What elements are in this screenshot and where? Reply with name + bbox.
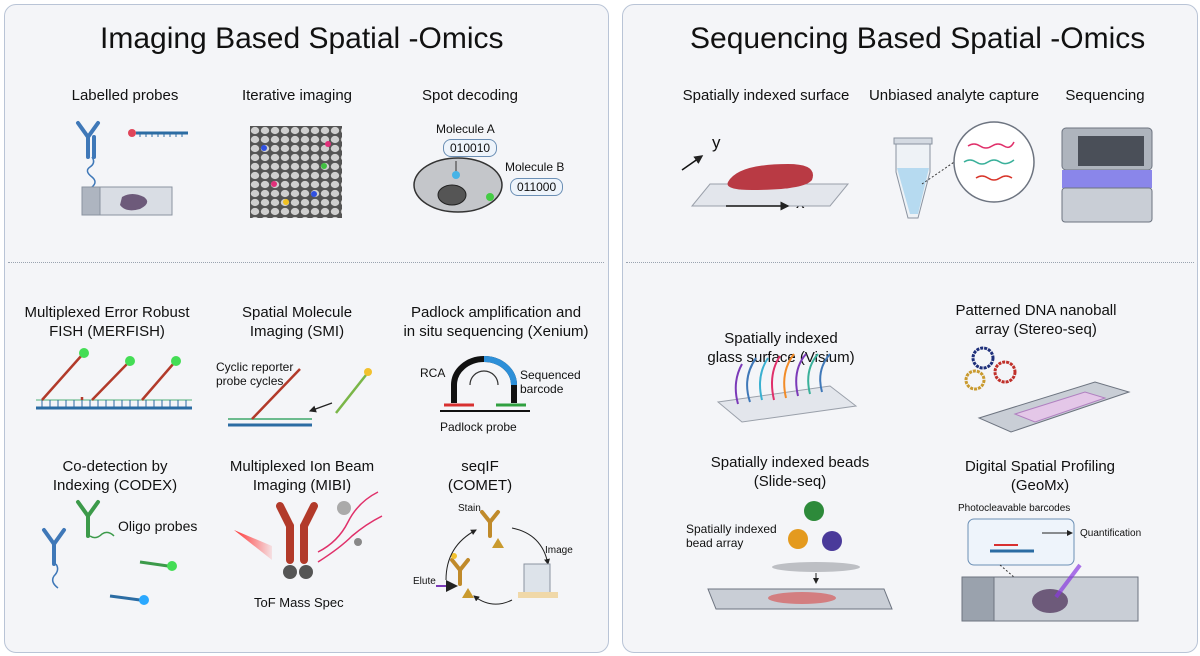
stain-label: Stain bbox=[458, 503, 481, 514]
imaging-divider bbox=[8, 262, 604, 263]
sequencer-illustration bbox=[1061, 127, 1153, 223]
capture-illustration bbox=[893, 121, 1035, 219]
slide-label: Spatially indexed beads (Slide-seq) bbox=[710, 454, 870, 490]
mibi-illustration bbox=[234, 491, 383, 579]
slide-icon bbox=[81, 186, 173, 216]
photocleavable-label: Photocleavable barcodes bbox=[958, 503, 1071, 514]
mibi-label: Multiplexed Ion Beam Imaging (MIBI) bbox=[229, 458, 375, 494]
spot-decoding-label: Spot decoding bbox=[422, 87, 518, 104]
comet-label: seqIF (COMET) bbox=[447, 458, 513, 494]
codex-illustration bbox=[42, 500, 177, 605]
antibody-icon bbox=[76, 121, 100, 159]
stereo-label: Patterned DNA nanoball array (Stereo-seq… bbox=[955, 302, 1117, 338]
iterative-imaging-label: Iterative imaging bbox=[241, 87, 353, 104]
sequencing-panel bbox=[622, 4, 1198, 653]
codex-label: Co-detection by Indexing (CODEX) bbox=[52, 458, 178, 494]
bead-array-label: Spatially indexed bead array bbox=[686, 522, 777, 550]
capture-label: Unbiased analyte capture bbox=[868, 87, 1040, 104]
labelled-probes-label: Labelled probes bbox=[71, 87, 179, 104]
geomx-illustration bbox=[961, 518, 1139, 622]
molecule-a-code: 010010 bbox=[443, 139, 498, 157]
molecule-b-code: 011000 bbox=[510, 178, 564, 196]
merfish-label: Multiplexed Error Robust FISH (MERFISH) bbox=[24, 304, 190, 340]
geomx-label: Digital Spatial Profiling (GeoMx) bbox=[964, 458, 1116, 494]
axis-y-label: y bbox=[712, 133, 721, 152]
oligo-probes-label: Oligo probes bbox=[118, 518, 198, 534]
xenium-label: Padlock amplification and in situ sequen… bbox=[403, 304, 589, 340]
molecule-a-label: Molecule A bbox=[436, 122, 495, 136]
smi-label: Spatial Molecule Imaging (SMI) bbox=[241, 304, 353, 340]
stereo-illustration bbox=[964, 346, 1131, 433]
labelled-probes-illustration bbox=[76, 121, 188, 216]
cyclic-reporter-label: Cyclic reporter probe cycles bbox=[216, 360, 294, 388]
fluorophore-icon bbox=[128, 129, 136, 137]
iterative-imaging-illustration bbox=[250, 126, 342, 218]
sequenced-barcode-label: Sequenced barcode bbox=[520, 368, 581, 396]
rca-label: RCA bbox=[420, 366, 446, 380]
smi-illustration bbox=[228, 368, 372, 427]
elute-label: Elute bbox=[413, 576, 436, 587]
slide-seq-illustration bbox=[707, 501, 893, 610]
cell-illustration bbox=[413, 157, 503, 213]
tof-label: ToF Mass Spec bbox=[254, 595, 344, 610]
visium-illustration bbox=[716, 353, 858, 423]
quantification-label: Quantification bbox=[1080, 528, 1142, 539]
surface-illustration bbox=[681, 155, 850, 211]
surface-label: Spatially indexed surface bbox=[682, 87, 850, 104]
imaging-title: Imaging Based Spatial -Omics bbox=[100, 22, 504, 55]
padlock-probe-label: Padlock probe bbox=[440, 420, 517, 434]
sequencing-divider bbox=[626, 262, 1194, 263]
sequencing-label: Sequencing bbox=[1065, 87, 1145, 104]
sequencing-title: Sequencing Based Spatial -Omics bbox=[690, 22, 1146, 55]
comet-cycle-illustration bbox=[436, 510, 558, 605]
image-label: Image bbox=[545, 545, 573, 556]
xenium-illustration bbox=[440, 356, 530, 412]
merfish-illustration bbox=[36, 348, 192, 410]
molecule-b-label: Molecule B bbox=[505, 160, 565, 174]
